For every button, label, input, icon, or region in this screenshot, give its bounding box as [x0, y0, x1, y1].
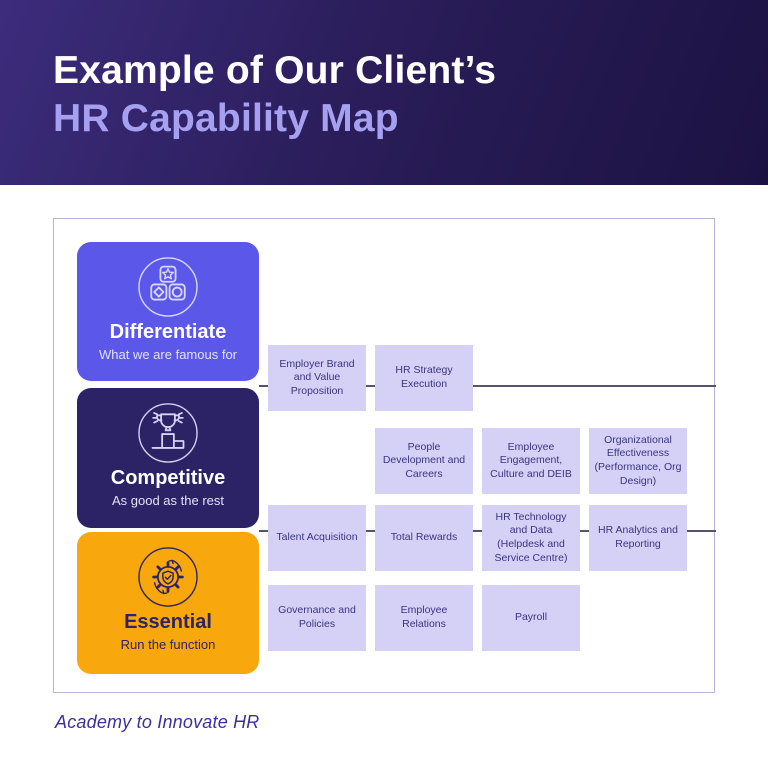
capability-label: HR Strategy Execution	[395, 364, 453, 390]
tier-title: Competitive	[110, 467, 226, 489]
capability-box: Governance and Policies	[268, 585, 366, 651]
capability-box: People Development and Careers	[375, 428, 473, 494]
tier-card-competitive: Competitive As good as the rest	[77, 388, 259, 528]
capability-label: Organizational Effectiveness (Performanc…	[594, 433, 682, 487]
capability-box: Payroll	[482, 585, 580, 651]
tier-divider-line-1	[259, 385, 716, 387]
tier-title: Essential	[124, 611, 212, 633]
gear-check-icon	[138, 547, 198, 607]
capability-box: Total Rewards	[375, 505, 473, 571]
capability-box: Employer Brand and Value Proposition	[268, 345, 366, 411]
tier-subtitle: As good as the rest	[111, 493, 224, 508]
capability-label: Talent Acquisition	[276, 531, 358, 544]
tier-card-differentiate: Differentiate What we are famous for	[77, 242, 259, 381]
capability-label: Total Rewards	[390, 531, 458, 544]
capability-label: HR Technology and Data (Helpdesk and Ser…	[494, 510, 568, 564]
tier-title: Differentiate	[109, 321, 227, 343]
capability-label: Employer Brand and Value Proposition	[279, 357, 355, 397]
capability-label: People Development and Careers	[382, 440, 466, 480]
capability-box: Talent Acquisition	[268, 505, 366, 571]
capability-box: HR Strategy Execution	[375, 345, 473, 411]
tier-subtitle: Run the function	[120, 637, 216, 652]
capability-box: Organizational Effectiveness (Performanc…	[589, 428, 687, 494]
capability-box: Employee Engagement, Culture and DEIB	[482, 428, 580, 494]
header-banner: Example of Our Client’s HR Capability Ma…	[0, 0, 768, 185]
capability-label: Employee Relations	[400, 604, 448, 630]
capability-box: HR Technology and Data (Helpdesk and Ser…	[482, 505, 580, 571]
capability-label: HR Analytics and Reporting	[598, 524, 678, 550]
capability-box: Employee Relations	[375, 585, 473, 651]
page-title: Example of Our Client’s HR Capability Ma…	[53, 47, 496, 143]
building-blocks-icon	[138, 257, 198, 317]
footer-credit: Academy to Innovate HR	[55, 712, 260, 732]
capability-box: HR Analytics and Reporting	[589, 505, 687, 571]
title-line-1: Example of Our Client’s	[53, 49, 497, 92]
tier-card-essential: Essential Run the function	[77, 532, 259, 674]
capability-label: Employee Engagement, Culture and DEIB	[490, 440, 572, 480]
title-line-2: HR Capability Map	[53, 97, 399, 140]
capability-label: Governance and Policies	[278, 604, 356, 630]
capability-label: Payroll	[514, 611, 548, 624]
capability-map: Differentiate What we are famous for Com…	[53, 218, 716, 693]
tier-subtitle: What we are famous for	[99, 347, 237, 362]
trophy-podium-icon	[138, 403, 198, 463]
